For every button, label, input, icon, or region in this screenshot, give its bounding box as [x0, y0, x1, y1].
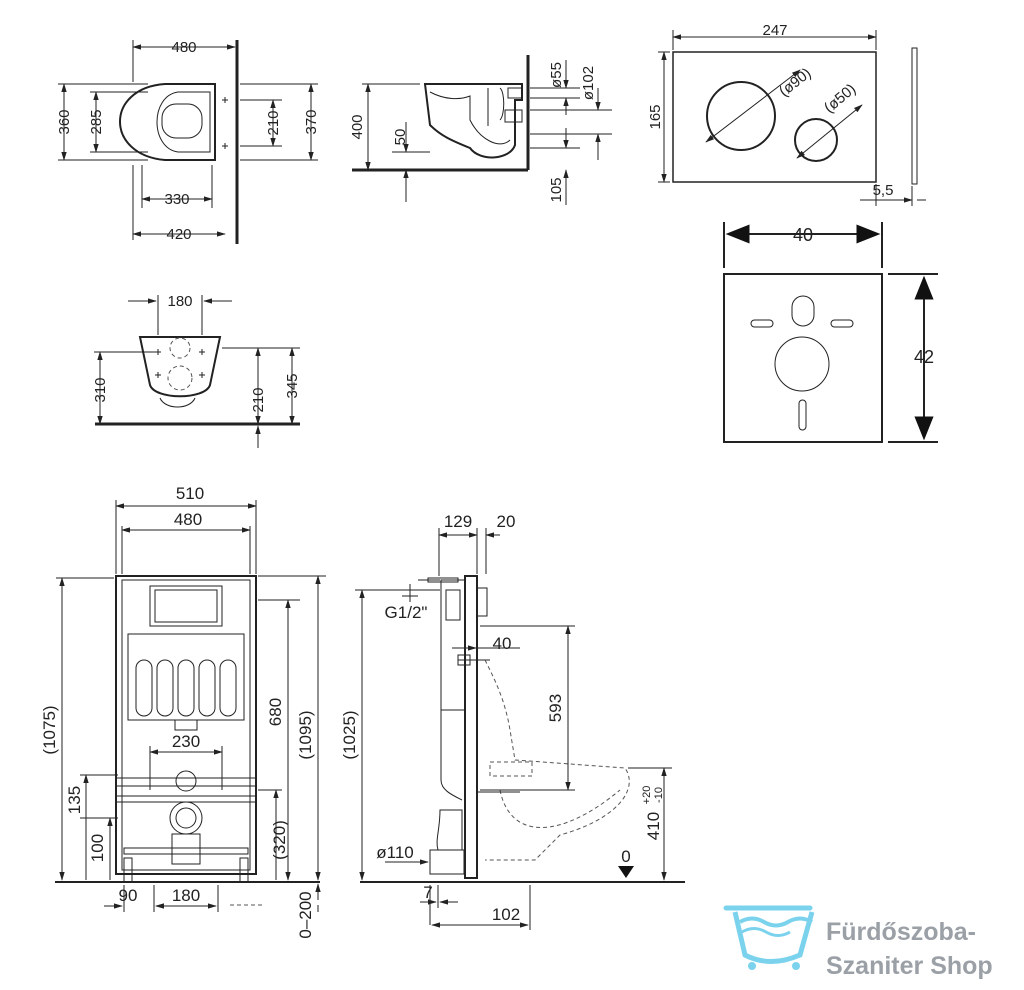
dim-label: 90	[119, 886, 138, 905]
dim-label: ø110	[376, 843, 414, 862]
brand-name-line2: Szaniter Shop	[826, 952, 993, 980]
dim-label: 129	[444, 512, 472, 531]
dim-label: 5,5	[873, 182, 894, 199]
dim-label: 480	[174, 510, 202, 529]
dim-label: 210	[250, 387, 267, 412]
dim-label: (1025)	[340, 710, 359, 759]
dim-label: 105	[548, 177, 565, 202]
dim-label: 165	[647, 104, 664, 129]
dim-label: 285	[88, 109, 105, 134]
dim-label: 210	[265, 110, 282, 135]
dim-label: (ø90)	[776, 65, 815, 100]
dim-label: G1/2"	[385, 603, 428, 622]
dim-label: 100	[88, 834, 107, 862]
dim-label: 360	[56, 109, 73, 134]
dim-label: (1095)	[296, 710, 315, 759]
dim-label: 680	[266, 698, 285, 726]
dim-label: 180	[167, 293, 192, 310]
dim-label: 7	[423, 883, 432, 902]
dim-label: (1075)	[40, 705, 59, 754]
dim-label: 102	[492, 905, 520, 924]
dim-label: 310	[92, 377, 109, 402]
dim-label: ø102	[580, 66, 597, 100]
dim-label: 42	[914, 347, 934, 367]
dim-label: ø55	[548, 62, 565, 88]
frame-front-drawing	[55, 500, 326, 912]
dim-tolerance: -10	[653, 787, 665, 803]
bathtub-icon	[723, 905, 815, 970]
dim-label: 50	[392, 129, 409, 146]
dim-label: 230	[172, 732, 200, 751]
front-view-drawing	[94, 295, 300, 448]
frame-side-drawing	[355, 528, 685, 930]
dim-label: 0–200	[296, 891, 315, 938]
dim-label: 20	[497, 512, 516, 531]
dim-label: 330	[164, 191, 189, 208]
dim-label: (320)	[270, 820, 289, 860]
dim-label: 593	[546, 694, 565, 722]
dim-label: 370	[303, 109, 320, 134]
dim-label: 247	[762, 22, 787, 39]
dim-label: 400	[349, 114, 366, 139]
dim-label: 135	[65, 786, 84, 814]
water-inlet-icon	[402, 584, 418, 602]
dim-label: 40	[493, 634, 512, 653]
floor-level-label: 0	[621, 847, 630, 866]
brand-name-line1: Fürdőszoba-	[826, 918, 976, 946]
dim-tolerance: +20	[641, 786, 653, 805]
dim-label: 480	[171, 39, 196, 56]
top-view-drawing	[58, 40, 318, 244]
cover-plate-drawing	[723, 222, 938, 443]
dim-label: 420	[166, 226, 191, 243]
dim-label: 40	[793, 225, 813, 245]
flush-plate-drawing	[658, 30, 926, 206]
dim-label: 345	[284, 373, 301, 398]
side-view-drawing	[352, 55, 612, 205]
dim-label: 180	[172, 886, 200, 905]
dim-label: (ø50)	[821, 81, 859, 117]
dim-label: 510	[176, 484, 204, 503]
dim-label: 410	[644, 812, 663, 840]
